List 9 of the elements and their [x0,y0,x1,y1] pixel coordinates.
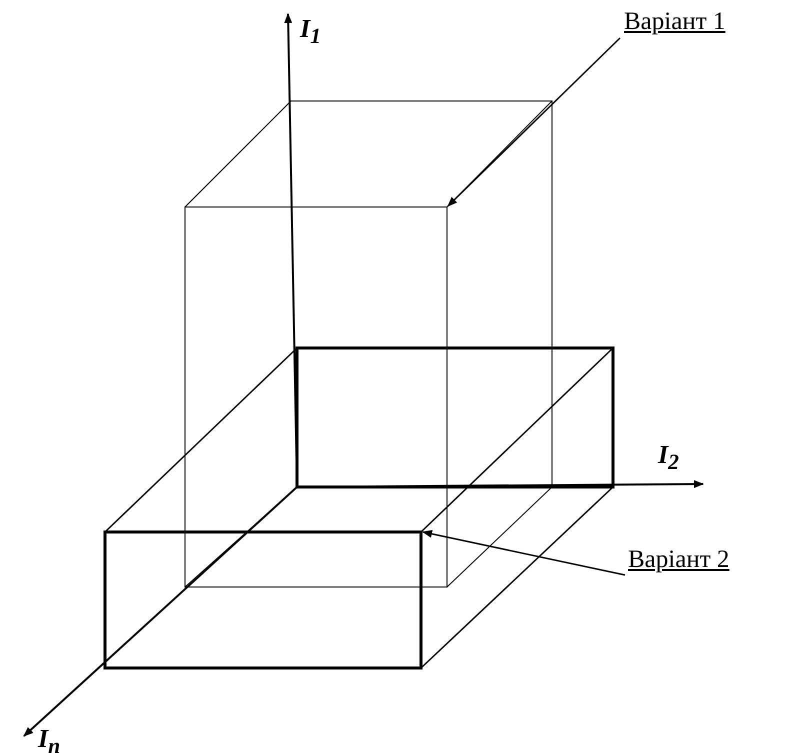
leader-line [447,37,621,207]
axis-label: I$_{n}$ [38,724,60,753]
leader-line [422,530,626,576]
callout-label: Варіант 2 [628,546,730,574]
axis-label: I$_{1}$ [300,14,321,50]
callout-label: Варіант 1 [624,8,726,36]
axis-label: I$_{2}$ [658,440,679,476]
box-drawing [185,101,552,587]
box-drawing [105,348,613,668]
